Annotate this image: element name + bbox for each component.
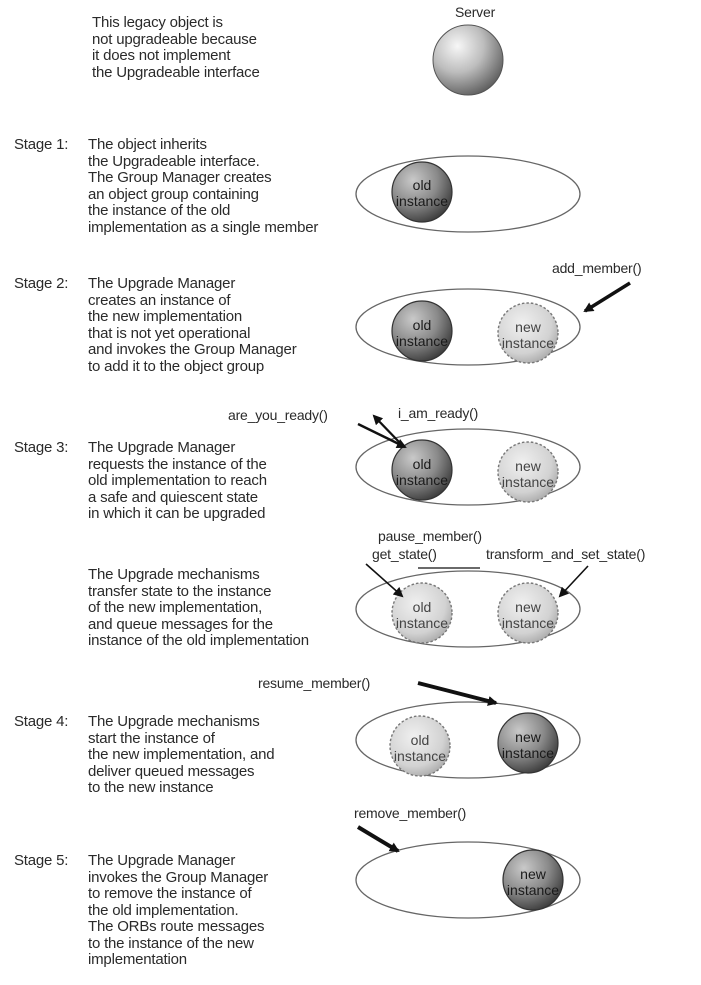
stage-4-old-instance: old instance [389, 715, 451, 777]
instance-label-line2: instance [396, 193, 448, 209]
instance-label-line2: instance [502, 474, 554, 490]
stage-3-new-instance: new instance [497, 441, 559, 503]
stage-1-description: The object inherits the Upgradeable inte… [88, 136, 319, 236]
instance-label-line2: instance [502, 335, 554, 351]
stage-4-description: The Upgrade mechanisms start the instanc… [88, 713, 275, 796]
stage-3-description: The Upgrade Manager requests the instanc… [88, 439, 267, 522]
instance-label-line2: instance [396, 333, 448, 349]
stage-5-new-instance: new instance [502, 849, 564, 911]
instance-label-line1: old [413, 177, 432, 193]
legacy-server-sphere [432, 24, 504, 96]
stage-1-label: Stage 1: [14, 136, 69, 153]
are-you-ready-call-label: are_you_ready() [228, 407, 328, 423]
instance-label-line1: new [515, 599, 542, 615]
instance-label-line1: new [515, 319, 542, 335]
resume-member-call-label: resume_member() [258, 675, 371, 691]
stage-2-description: The Upgrade Manager creates an instance … [88, 275, 297, 375]
instance-label-line2: instance [396, 472, 448, 488]
stage-4-new-instance: new instance [497, 712, 559, 774]
i-am-ready-call-label: i_am_ready() [398, 405, 479, 421]
stage-3-transfer-new-instance: new instance [497, 582, 559, 644]
instance-label-line1: old [413, 456, 432, 472]
stage-1-object-group [355, 155, 581, 233]
are-you-ready-arrow [357, 422, 407, 449]
stage-5-label: Stage 5: [14, 852, 69, 869]
i-am-ready-arrow [372, 414, 402, 445]
get-state-arrow [365, 563, 404, 598]
stage-1-old-instance: old instance [391, 161, 453, 223]
remove-member-call-label: remove_member() [354, 805, 467, 821]
server-label: Server [455, 4, 496, 20]
instance-label-line2: instance [502, 615, 554, 631]
stage-3-transfer-old-instance: old instance [391, 582, 453, 644]
instance-label-line2: instance [396, 615, 448, 631]
transform-and-set-state-arrow [558, 565, 589, 598]
stage-2-new-instance: new instance [497, 302, 559, 364]
instance-label-line1: old [413, 317, 432, 333]
get-state-call-label: get_state() [372, 546, 437, 562]
instance-label-line1: new [515, 458, 542, 474]
legacy-object-description: This legacy object is not upgradeable be… [92, 14, 260, 81]
instance-label-line1: old [411, 732, 430, 748]
stage-2-label: Stage 2: [14, 275, 69, 292]
resume-member-arrow [417, 681, 498, 706]
remove-member-arrow [356, 825, 400, 853]
instance-label-line2: instance [394, 748, 446, 764]
add-member-call-label: add_member() [552, 260, 642, 276]
transform-and-set-state-call-label: transform_and_set_state() [486, 546, 646, 562]
stage-3-label: Stage 3: [14, 439, 69, 456]
instance-label-line2: instance [507, 882, 559, 898]
pause-member-call-label: pause_member() [378, 528, 482, 544]
stage-4-label: Stage 4: [14, 713, 69, 730]
stage-5-description: The Upgrade Manager invokes the Group Ma… [88, 852, 269, 968]
add-member-arrow [583, 281, 631, 313]
stage-3-old-instance: old instance [391, 439, 453, 501]
instance-label-line2: instance [502, 745, 554, 761]
instance-label-line1: old [413, 599, 432, 615]
instance-label-line1: new [520, 866, 547, 882]
instance-label-line1: new [515, 729, 542, 745]
stage-2-old-instance: old instance [391, 300, 453, 362]
stage-3-state-transfer-description: The Upgrade mechanisms transfer state to… [88, 566, 309, 649]
